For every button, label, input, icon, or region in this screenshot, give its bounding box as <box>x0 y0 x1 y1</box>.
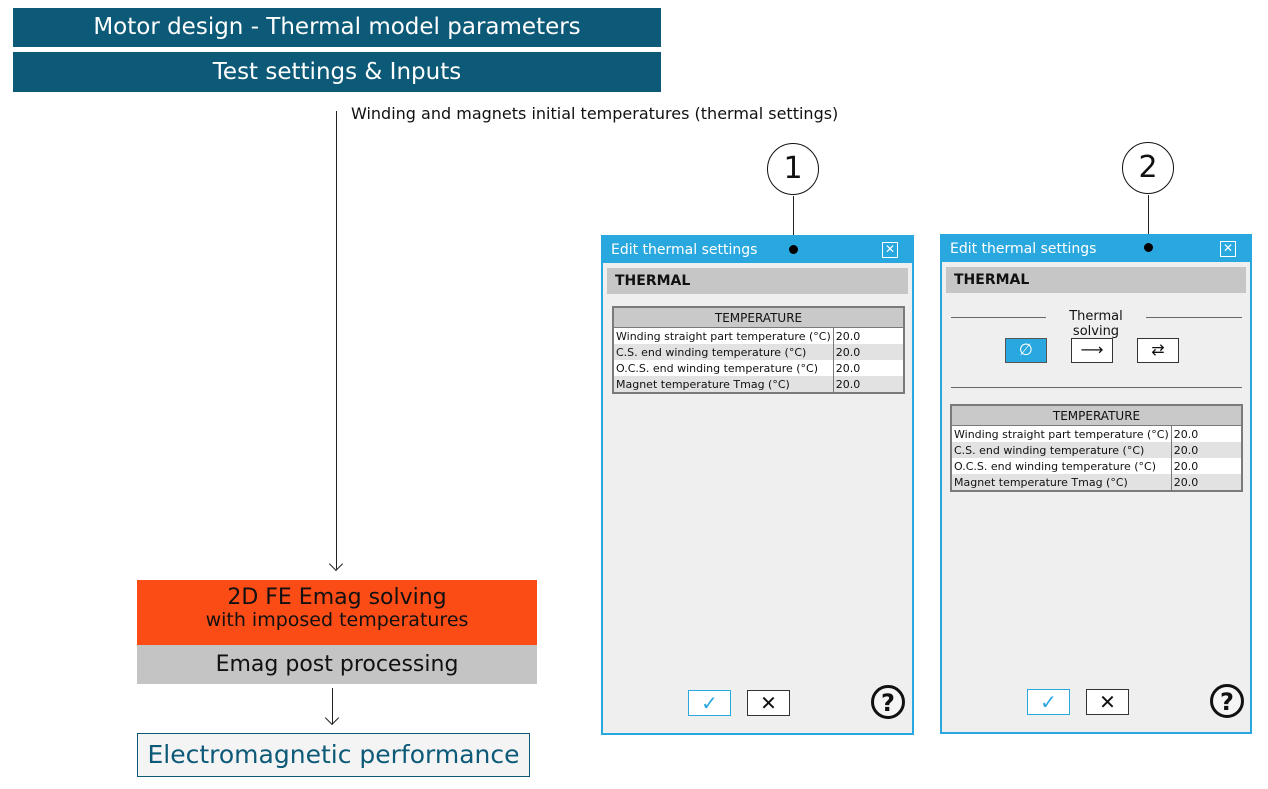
subtitle-banner: Test settings & Inputs <box>13 52 661 92</box>
marker-line-1 <box>793 196 794 249</box>
row-label: Winding straight part temperature (°C) <box>951 425 1172 442</box>
row-label: O.C.S. end winding temperature (°C) <box>613 360 834 376</box>
thermal-solving-rule-right <box>1146 317 1242 318</box>
row-value-input[interactable]: 20.0 <box>832 344 904 360</box>
row-value-input[interactable]: 20.0 <box>832 376 904 393</box>
arrow-right-icon: ⟶ <box>1080 340 1104 359</box>
check-icon: ✓ <box>1040 690 1057 714</box>
section-divider <box>951 387 1242 388</box>
thermal-section-header: THERMAL <box>946 267 1246 293</box>
table-row: C.S. end winding temperature (°C) 20.0 <box>951 442 1242 458</box>
row-value-input[interactable]: 20.0 <box>1170 458 1242 474</box>
temperature-table: TEMPERATURE Winding straight part temper… <box>950 404 1243 492</box>
edit-thermal-settings-dialog-1: Edit thermal settings ✕ THERMAL TEMPERAT… <box>601 235 914 735</box>
dialog-title-bar: Edit thermal settings <box>942 236 1250 262</box>
row-value-input[interactable]: 20.0 <box>1170 442 1242 458</box>
row-label: Magnet temperature Tmag (°C) <box>613 376 834 393</box>
row-label: Magnet temperature Tmag (°C) <box>951 474 1172 491</box>
close-icon[interactable]: ✕ <box>882 242 898 258</box>
result-arrow-head <box>324 710 340 726</box>
row-label: Winding straight part temperature (°C) <box>613 327 834 344</box>
thermal-section-header: THERMAL <box>607 268 908 294</box>
edit-thermal-settings-dialog-2: Edit thermal settings ✕ THERMAL Thermal … <box>940 234 1252 734</box>
dialog-title: Edit thermal settings <box>611 242 758 258</box>
table-row: C.S. end winding temperature (°C) 20.0 <box>613 344 904 360</box>
dialog-title: Edit thermal settings <box>950 241 1097 257</box>
row-value-input[interactable]: 20.0 <box>1170 425 1242 442</box>
table-row: O.C.S. end winding temperature (°C) 20.0 <box>951 458 1242 474</box>
marker-dot-2 <box>1144 243 1153 252</box>
help-icon[interactable]: ? <box>1210 684 1244 718</box>
ok-button[interactable]: ✓ <box>688 690 731 716</box>
cancel-button[interactable]: ✕ <box>747 690 790 716</box>
flow-arrow-head <box>328 556 344 572</box>
ok-button[interactable]: ✓ <box>1027 689 1070 715</box>
thermal-solving-two-way-button[interactable]: ⇄ <box>1137 338 1179 363</box>
close-icon[interactable]: ✕ <box>1220 241 1236 257</box>
cancel-icon: ✕ <box>760 691 777 715</box>
marker-circle-2: 2 <box>1122 142 1174 194</box>
cancel-button[interactable]: ✕ <box>1086 689 1129 715</box>
row-value-input[interactable]: 20.0 <box>1170 474 1242 491</box>
help-icon[interactable]: ? <box>871 685 905 719</box>
temperature-table: TEMPERATURE Winding straight part temper… <box>612 306 905 394</box>
emag-solving-subtitle: with imposed temperatures <box>205 609 469 631</box>
electromagnetic-performance-box: Electromagnetic performance <box>137 733 530 777</box>
emag-solving-box: 2D FE Emag solving with imposed temperat… <box>137 580 537 645</box>
thermal-solving-label: Thermal solving <box>1069 309 1123 339</box>
temperature-table-header: TEMPERATURE <box>951 405 1242 426</box>
arrows-exchange-icon: ⇄ <box>1151 340 1165 359</box>
row-label: C.S. end winding temperature (°C) <box>613 344 834 360</box>
marker-dot-1 <box>789 245 798 254</box>
flow-input-label: Winding and magnets initial temperatures… <box>351 104 839 123</box>
table-row: Magnet temperature Tmag (°C) 20.0 <box>951 474 1242 491</box>
title-banner: Motor design - Thermal model parameters <box>13 8 661 47</box>
table-row: Magnet temperature Tmag (°C) 20.0 <box>613 376 904 393</box>
table-row: O.C.S. end winding temperature (°C) 20.0 <box>613 360 904 376</box>
thermal-solving-rule-left <box>951 317 1046 318</box>
emag-post-processing-box: Emag post processing <box>137 645 537 684</box>
temperature-table-header: TEMPERATURE <box>613 307 904 328</box>
empty-set-icon: ∅ <box>1019 340 1033 359</box>
cancel-icon: ✕ <box>1099 690 1116 714</box>
row-label: O.C.S. end winding temperature (°C) <box>951 458 1172 474</box>
row-label: C.S. end winding temperature (°C) <box>951 442 1172 458</box>
table-row: Winding straight part temperature (°C) 2… <box>613 327 904 344</box>
marker-circle-1: 1 <box>767 143 819 195</box>
flow-arrow-line <box>336 111 337 569</box>
marker-line-2 <box>1148 195 1149 248</box>
result-arrow-line <box>332 688 333 724</box>
table-row: Winding straight part temperature (°C) 2… <box>951 425 1242 442</box>
dialog-title-bar: Edit thermal settings <box>603 237 912 263</box>
row-value-input[interactable]: 20.0 <box>832 360 904 376</box>
emag-solving-title: 2D FE Emag solving <box>227 585 447 610</box>
check-icon: ✓ <box>701 691 718 715</box>
thermal-solving-one-way-button[interactable]: ⟶ <box>1071 338 1113 363</box>
row-value-input[interactable]: 20.0 <box>832 327 904 344</box>
thermal-solving-none-button[interactable]: ∅ <box>1005 338 1047 363</box>
